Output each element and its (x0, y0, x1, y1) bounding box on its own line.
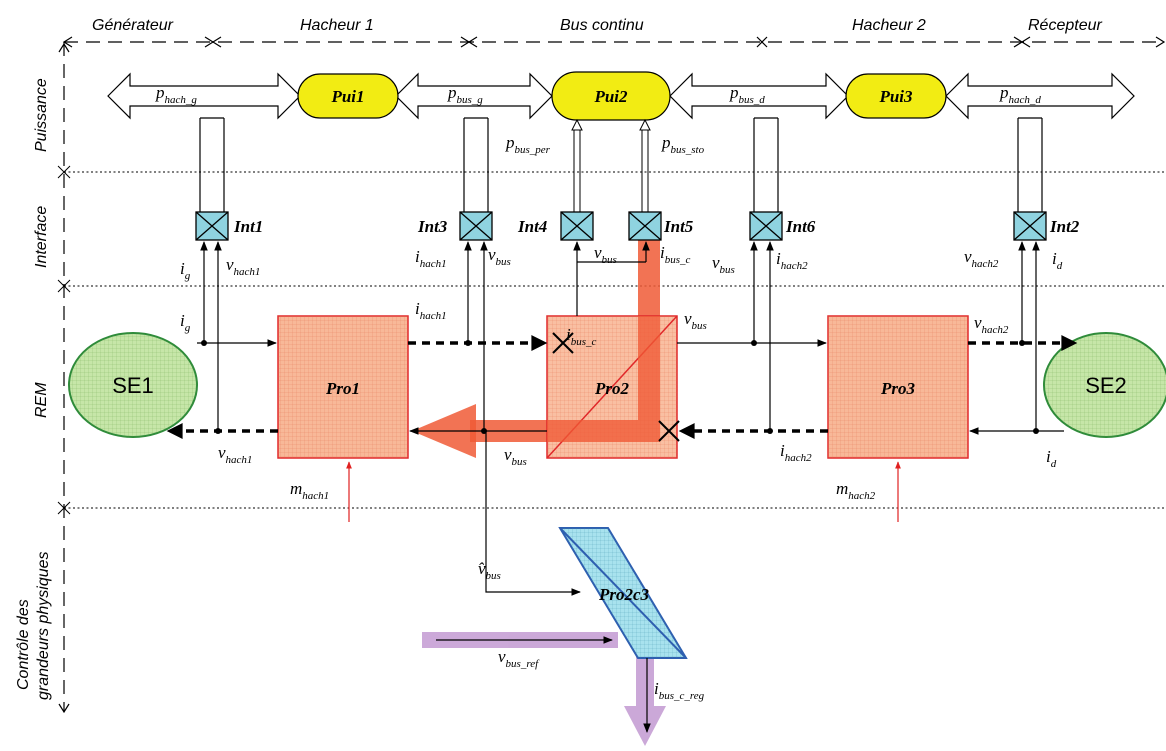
tuning-inputs (346, 461, 901, 522)
purple-flow (422, 632, 666, 746)
se1-label: SE1 (112, 373, 154, 398)
int-blocks (195, 211, 1047, 241)
label-p-bus-d: pbus_d (729, 83, 765, 106)
header-hacheur2: Hacheur 2 (852, 17, 926, 34)
pui1-block: Pui1 (297, 73, 399, 119)
label-vbus-int3: vbus (488, 245, 511, 268)
pro2-label: Pro2 (594, 379, 630, 398)
label-ibusc-int5: ibus_c (660, 243, 691, 266)
int1-label: Int1 (233, 217, 263, 236)
label-vbus-pro2-back: vbus (504, 445, 527, 468)
int6-block (749, 211, 783, 241)
int5-block (628, 211, 662, 241)
pui1-label: Pui1 (330, 87, 364, 106)
label-id-int: id (1052, 249, 1063, 272)
header-recepteur: Récepteur (1028, 17, 1102, 34)
header-generateur: Générateur (92, 17, 174, 34)
label-p-hach-g: phach_g (155, 83, 197, 106)
header-hacheur1: Hacheur 1 (300, 17, 374, 34)
label-vbus-measured: v̂bus (478, 559, 501, 582)
label-mhach2: mhach2 (836, 479, 876, 502)
int3-block (459, 211, 493, 241)
label-p-bus-per: pbus_per (505, 133, 551, 156)
lane-interface: Interface (33, 206, 50, 268)
int4-label: Int4 (517, 217, 547, 236)
label-mhach1: mhach1 (290, 479, 329, 502)
header-axis (63, 41, 1164, 712)
interface-wires (199, 117, 1043, 212)
label-p-hach-d: phach_d (999, 83, 1041, 106)
se1-block: SE1 (68, 332, 198, 438)
pui3-block: Pui3 (845, 73, 947, 119)
control-signals (436, 636, 651, 733)
label-ihach1-rem: ihach1 (415, 299, 447, 322)
pui3-label: Pui3 (878, 87, 913, 106)
label-vhach2-rem: vhach2 (974, 313, 1009, 336)
lane-separators (64, 171, 1166, 509)
cross-marks (552, 332, 680, 442)
pui2-feed-arrows (571, 118, 651, 212)
label-ihach2-int: ihach2 (776, 249, 808, 272)
label-ig-rem: ig (180, 311, 191, 334)
int2-label: Int2 (1049, 217, 1080, 236)
label-ihach1-int: ihach1 (415, 247, 447, 270)
label-id-rem: id (1046, 447, 1057, 470)
power-arrow-hach-d (945, 72, 1135, 120)
label-ig-int: ig (180, 259, 191, 282)
pro2c3-label: Pro2c3 (598, 585, 650, 604)
int5-label: Int5 (663, 217, 694, 236)
pro1-block: Pro1 (277, 315, 409, 459)
signal-labels: ig vhach1 ig vhach1 ihach1 vbus ihach1 v… (180, 243, 1063, 702)
label-p-bus-sto: pbus_sto (661, 133, 705, 156)
label-vhach1-int: vhach1 (226, 255, 260, 278)
int6-label: Int6 (785, 217, 816, 236)
pro3-label: Pro3 (880, 379, 916, 398)
lane-controle-line2: grandeurs physiques (35, 551, 52, 700)
label-ibusc-rem: ibus_c (566, 325, 597, 348)
pui2-label: Pui2 (593, 87, 628, 106)
lane-rem: REM (33, 382, 50, 418)
int3-label: Int3 (417, 217, 448, 236)
junction-dots (201, 340, 1039, 434)
power-arrow-hach-g (107, 72, 301, 120)
label-vbus-int6: vbus (712, 253, 735, 276)
header-bus-continu: Bus continu (560, 17, 644, 34)
label-vbus-ref: vbus_ref (498, 647, 540, 670)
label-ihach2-rem: ihach2 (780, 441, 812, 464)
power-arrows (107, 72, 1135, 120)
pro3-block: Pro3 (827, 315, 969, 459)
label-vbus-int4: vbus (594, 243, 617, 266)
int4-block (560, 211, 594, 241)
lane-ticks (57, 165, 71, 515)
pui2-block: Pui2 (551, 71, 671, 121)
label-ibusc-reg: ibus_c_reg (654, 679, 705, 702)
red-flow-overlay (547, 316, 660, 442)
se2-block: SE2 (1043, 332, 1166, 438)
lane-controle-line1: Contrôle des (15, 599, 32, 690)
int2-block (1013, 211, 1047, 241)
lane-puissance: Puissance (33, 78, 50, 152)
label-p-bus-g: pbus_g (447, 83, 483, 106)
header-dividers (58, 36, 1166, 714)
pro2c3-block: Pro2c3 (558, 527, 688, 659)
int1-block (195, 211, 229, 241)
label-vhach1-rem: vhach1 (218, 443, 252, 466)
se2-label: SE2 (1085, 373, 1127, 398)
label-vbus-pro2-out: vbus (684, 309, 707, 332)
label-vhach2-int: vhach2 (964, 247, 999, 270)
pro1-label: Pro1 (325, 379, 360, 398)
